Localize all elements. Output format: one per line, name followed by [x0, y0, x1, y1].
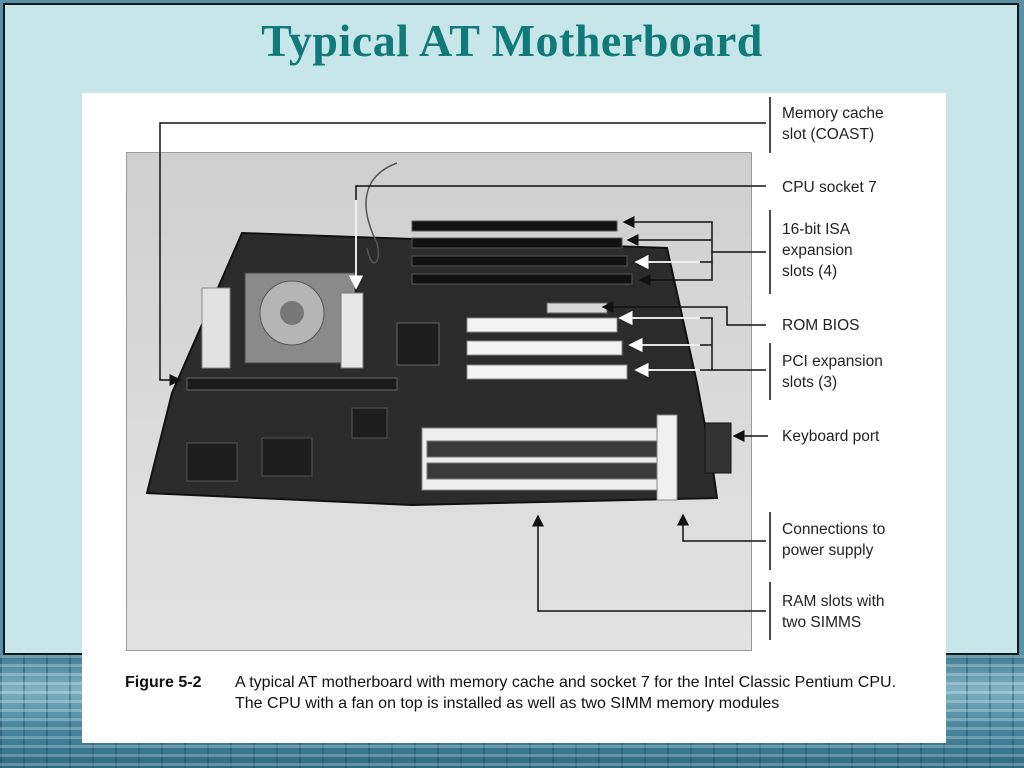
slide-title: Typical AT Motherboard [261, 15, 763, 66]
callout-ram-slots: RAM slots with two SIMMS [782, 593, 885, 631]
figure-label: Figure 5-2 [125, 674, 202, 691]
callout-isa-slots: 16-bit ISA expansion slots (4) [782, 221, 853, 280]
motherboard-photo [126, 152, 752, 651]
ram-slot-holder [421, 427, 663, 491]
edge-bracket [201, 287, 231, 369]
cpu-socket [340, 292, 364, 369]
pci-slot-2 [466, 340, 623, 356]
chip-2 [261, 437, 313, 477]
figure-caption-text: A typical AT motherboard with memory cac… [235, 674, 897, 712]
callout-pci-slots: PCI expansion slots (3) [782, 353, 883, 391]
callout-cpu-socket: CPU socket 7 [782, 179, 877, 196]
callout-memory-cache: Memory cache slot (COAST) [782, 105, 884, 143]
rom-bios-chip [546, 302, 608, 314]
isa-slot-2 [411, 237, 623, 249]
cache-slot [186, 377, 398, 391]
motherboard-illustration [145, 162, 732, 507]
simm-2 [426, 462, 660, 480]
chip-3 [351, 407, 388, 439]
isa-slot-3 [411, 255, 628, 267]
chip-1 [186, 442, 238, 482]
isa-slot-1 [411, 220, 618, 232]
chipset [396, 322, 440, 366]
isa-slot-4 [411, 273, 633, 285]
callout-keyboard-port: Keyboard port [782, 428, 880, 445]
callout-rom-bios: ROM BIOS [782, 317, 860, 334]
keyboard-connector [704, 422, 732, 474]
fan-hub [280, 301, 304, 325]
power-connector [656, 414, 678, 501]
simm-1 [426, 440, 660, 458]
pci-slot-3 [466, 364, 628, 380]
callout-power-supply: Connections to power supply [782, 521, 886, 559]
pci-slot-1 [466, 317, 618, 333]
